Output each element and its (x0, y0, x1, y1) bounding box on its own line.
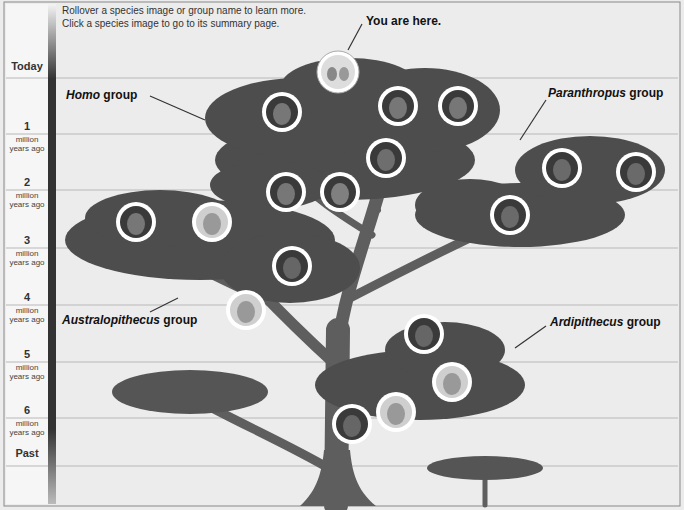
axis-number: 5 (7, 348, 47, 360)
time-gridlines (6, 78, 678, 466)
group-name: Paranthropus group (548, 86, 663, 100)
axis-number: 1 (7, 120, 47, 132)
instruction-text: Click a species image to go to its summa… (62, 18, 279, 30)
axis-number: 4 (7, 291, 47, 303)
instruction-text: Rollover a species image or group name t… (62, 5, 306, 17)
species-portraits (116, 51, 656, 444)
you-are-here-label: You are here. (366, 14, 441, 28)
axis-unit: million years ago (7, 192, 47, 210)
axis-unit: million years ago (7, 364, 47, 382)
tree-roots (300, 450, 376, 506)
australopithecus-canopy (65, 190, 360, 303)
frame (4, 2, 680, 506)
time-bar (48, 4, 56, 504)
time-label: Past (7, 447, 47, 459)
axis-number: 3 (7, 234, 47, 246)
paranthropus-canopy (415, 136, 665, 247)
leader-lines (150, 24, 546, 348)
axis-number: 6 (7, 404, 47, 416)
group-name: Australopithecus group (62, 313, 197, 327)
group-name: Homo group (66, 88, 137, 102)
axis-unit: million years ago (7, 136, 47, 154)
lower-canopy (112, 370, 543, 480)
axis-unit: million years ago (7, 307, 47, 325)
axis-number: 2 (7, 176, 47, 188)
time-label: Today (7, 60, 47, 72)
group-name: Ardipithecus group (550, 315, 661, 329)
axis-unit: million years ago (7, 250, 47, 268)
axis-unit: million years ago (7, 420, 47, 438)
axis-column (6, 4, 48, 504)
